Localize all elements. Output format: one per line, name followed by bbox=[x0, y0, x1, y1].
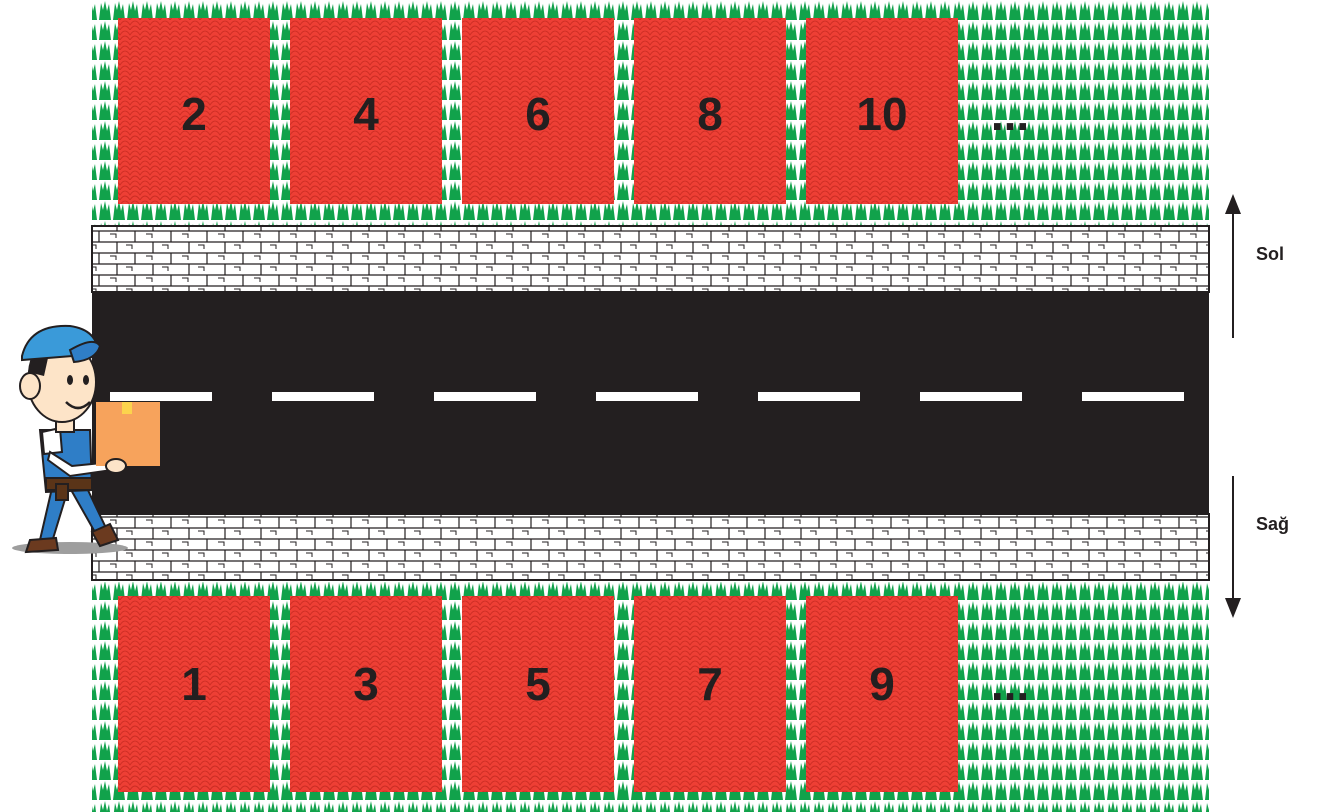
down-arrow bbox=[1225, 476, 1241, 618]
lot-2: 2 bbox=[118, 18, 270, 204]
lot-3: 3 bbox=[290, 596, 442, 792]
lot-number: 10 bbox=[856, 88, 907, 140]
lot-10: 10 bbox=[806, 18, 958, 204]
road bbox=[92, 292, 1209, 514]
top-row-lots: 2 4 6 8 10 ... bbox=[118, 18, 1029, 204]
lot-6: 6 bbox=[462, 18, 614, 204]
top-sidewalk bbox=[92, 226, 1209, 292]
lot-number: 6 bbox=[525, 88, 551, 140]
top-continuation: ... bbox=[991, 88, 1029, 140]
lot-9: 9 bbox=[806, 596, 958, 792]
lot-number: 8 bbox=[697, 88, 723, 140]
lot-1: 1 bbox=[118, 596, 270, 792]
lot-number: 3 bbox=[353, 658, 379, 710]
lot-5: 5 bbox=[462, 596, 614, 792]
bottom-row-lots: 1 3 5 7 9 ... bbox=[118, 596, 1029, 792]
lot-number: 5 bbox=[525, 658, 551, 710]
sag-label: Sağ bbox=[1256, 514, 1289, 534]
lot-7: 7 bbox=[634, 596, 786, 792]
up-arrow bbox=[1225, 194, 1241, 338]
lot-number: 9 bbox=[869, 658, 895, 710]
lot-4: 4 bbox=[290, 18, 442, 204]
lot-number: 2 bbox=[181, 88, 207, 140]
bottom-continuation: ... bbox=[991, 658, 1029, 710]
lot-8: 8 bbox=[634, 18, 786, 204]
lot-number: 1 bbox=[181, 658, 207, 710]
lot-number: 7 bbox=[697, 658, 723, 710]
lot-number: 4 bbox=[353, 88, 379, 140]
bottom-sidewalk bbox=[92, 514, 1209, 580]
sol-label: Sol bbox=[1256, 244, 1284, 264]
